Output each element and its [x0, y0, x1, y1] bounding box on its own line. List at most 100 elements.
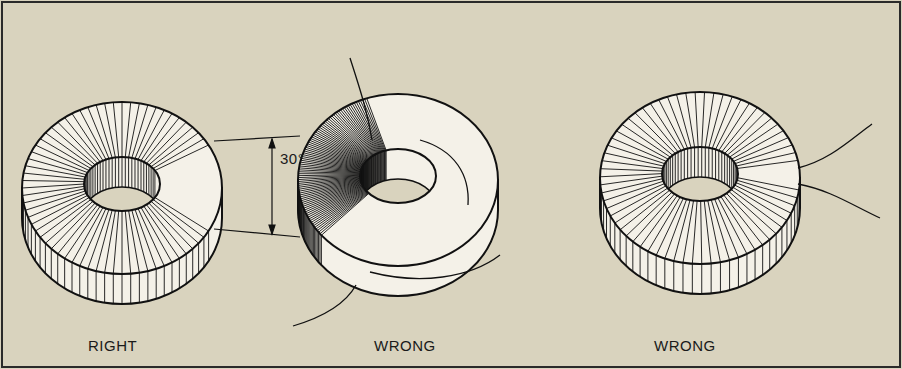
winding-turn: [306, 216, 307, 246]
winding-turn: [614, 223, 615, 253]
winding-turn: [733, 187, 787, 220]
toroid-wrong-bunched: [298, 94, 498, 296]
winding-turn: [22, 195, 23, 225]
winding-turn: [726, 193, 769, 239]
winding-turn: [96, 271, 97, 301]
winding-turn: [720, 262, 721, 292]
winding-turn: [125, 211, 130, 274]
winding-turn: [603, 201, 604, 231]
winding-turn: [65, 206, 101, 258]
winding-turn: [138, 160, 139, 190]
winding-turn: [683, 201, 694, 263]
winding-turn: [601, 193, 602, 223]
winding-turn: [705, 147, 706, 177]
winding-turn: [640, 196, 677, 247]
winding-turn: [319, 234, 320, 264]
winding-turn: [88, 107, 109, 158]
winding-turn: [797, 198, 798, 228]
winding-turn: [729, 191, 776, 233]
toroid-hole: [662, 147, 738, 231]
winding-turn: [695, 92, 698, 147]
winding-turn: [115, 157, 116, 187]
winding-turn: [746, 254, 747, 284]
toroid-right: [22, 102, 222, 304]
winding-turn: [727, 155, 728, 185]
winding-turn: [40, 237, 41, 267]
winding-turn: [308, 219, 309, 249]
winding-turn: [45, 133, 92, 167]
winding-turn: [306, 214, 307, 244]
winding-turn: [31, 224, 32, 254]
winding-turn: [122, 274, 123, 304]
winding-turn: [308, 188, 364, 218]
winding-turn: [369, 158, 370, 188]
winding-turn: [676, 94, 691, 147]
winding-turn: [366, 161, 367, 191]
lead-wire: [798, 184, 880, 218]
winding-turn: [620, 230, 621, 260]
winding-turn: [143, 162, 144, 192]
winding-turn: [28, 193, 86, 217]
winding-turn: [656, 198, 683, 255]
winding-turn: [769, 240, 770, 270]
winding-turn: [192, 249, 193, 279]
winding-turn: [711, 263, 712, 293]
toroid-hole: [360, 149, 436, 233]
winding-turn: [735, 164, 736, 194]
winding-turn: [86, 175, 87, 205]
winding-turn: [109, 159, 110, 189]
winding-turn: [372, 156, 373, 186]
winding-turn: [647, 251, 648, 281]
winding-turn: [687, 148, 688, 178]
winding-turn: [22, 181, 84, 182]
winding-turn: [90, 169, 91, 199]
winding-turn: [96, 210, 112, 271]
toroid-wrong-full: [600, 92, 800, 294]
winding-turn: [360, 100, 383, 151]
winding-turn: [656, 255, 657, 285]
winding-turn: [642, 108, 678, 152]
winding-turn: [198, 243, 199, 273]
winding-turn: [384, 151, 385, 181]
winding-turn: [113, 102, 118, 157]
winding-turn: [702, 92, 705, 147]
winding-turn: [155, 145, 209, 171]
lead-wires: [293, 58, 880, 326]
winding-turn: [134, 159, 135, 189]
winding-turn: [604, 153, 663, 166]
winding-turn: [151, 167, 152, 197]
winding-turn: [57, 254, 58, 284]
winding-turn: [309, 221, 310, 251]
winding-turn: [606, 209, 607, 239]
winding-turn: [721, 152, 722, 182]
winding-turn: [705, 93, 714, 147]
winding-turn: [691, 148, 692, 178]
winding-turn: [172, 262, 173, 292]
winding-turn: [718, 198, 747, 254]
winding-turn: [626, 192, 672, 236]
winding-turn: [610, 216, 611, 246]
winding-turn: [600, 185, 601, 215]
winding-turn: [601, 169, 663, 171]
toroid-hole: [84, 157, 160, 241]
winding-turn: [366, 161, 367, 191]
winding-turn: [694, 147, 695, 177]
toroid-top: [600, 92, 800, 264]
winding-turn: [786, 220, 787, 250]
winding-turn: [701, 201, 702, 264]
winding-turn: [380, 152, 381, 182]
winding-turn: [791, 213, 792, 243]
winding-turn: [155, 198, 209, 232]
winding-turn: [146, 205, 186, 254]
winding-turn: [604, 181, 664, 201]
winding-turn: [141, 207, 172, 262]
winding-turn: [64, 258, 65, 288]
winding-turn: [298, 183, 299, 213]
winding-turn: [139, 273, 140, 303]
winding-turn: [376, 154, 377, 184]
verdict-label: WRONG: [654, 338, 716, 355]
winding-guide: [370, 255, 500, 278]
winding-turn: [321, 235, 322, 265]
winding-turn: [122, 211, 123, 274]
